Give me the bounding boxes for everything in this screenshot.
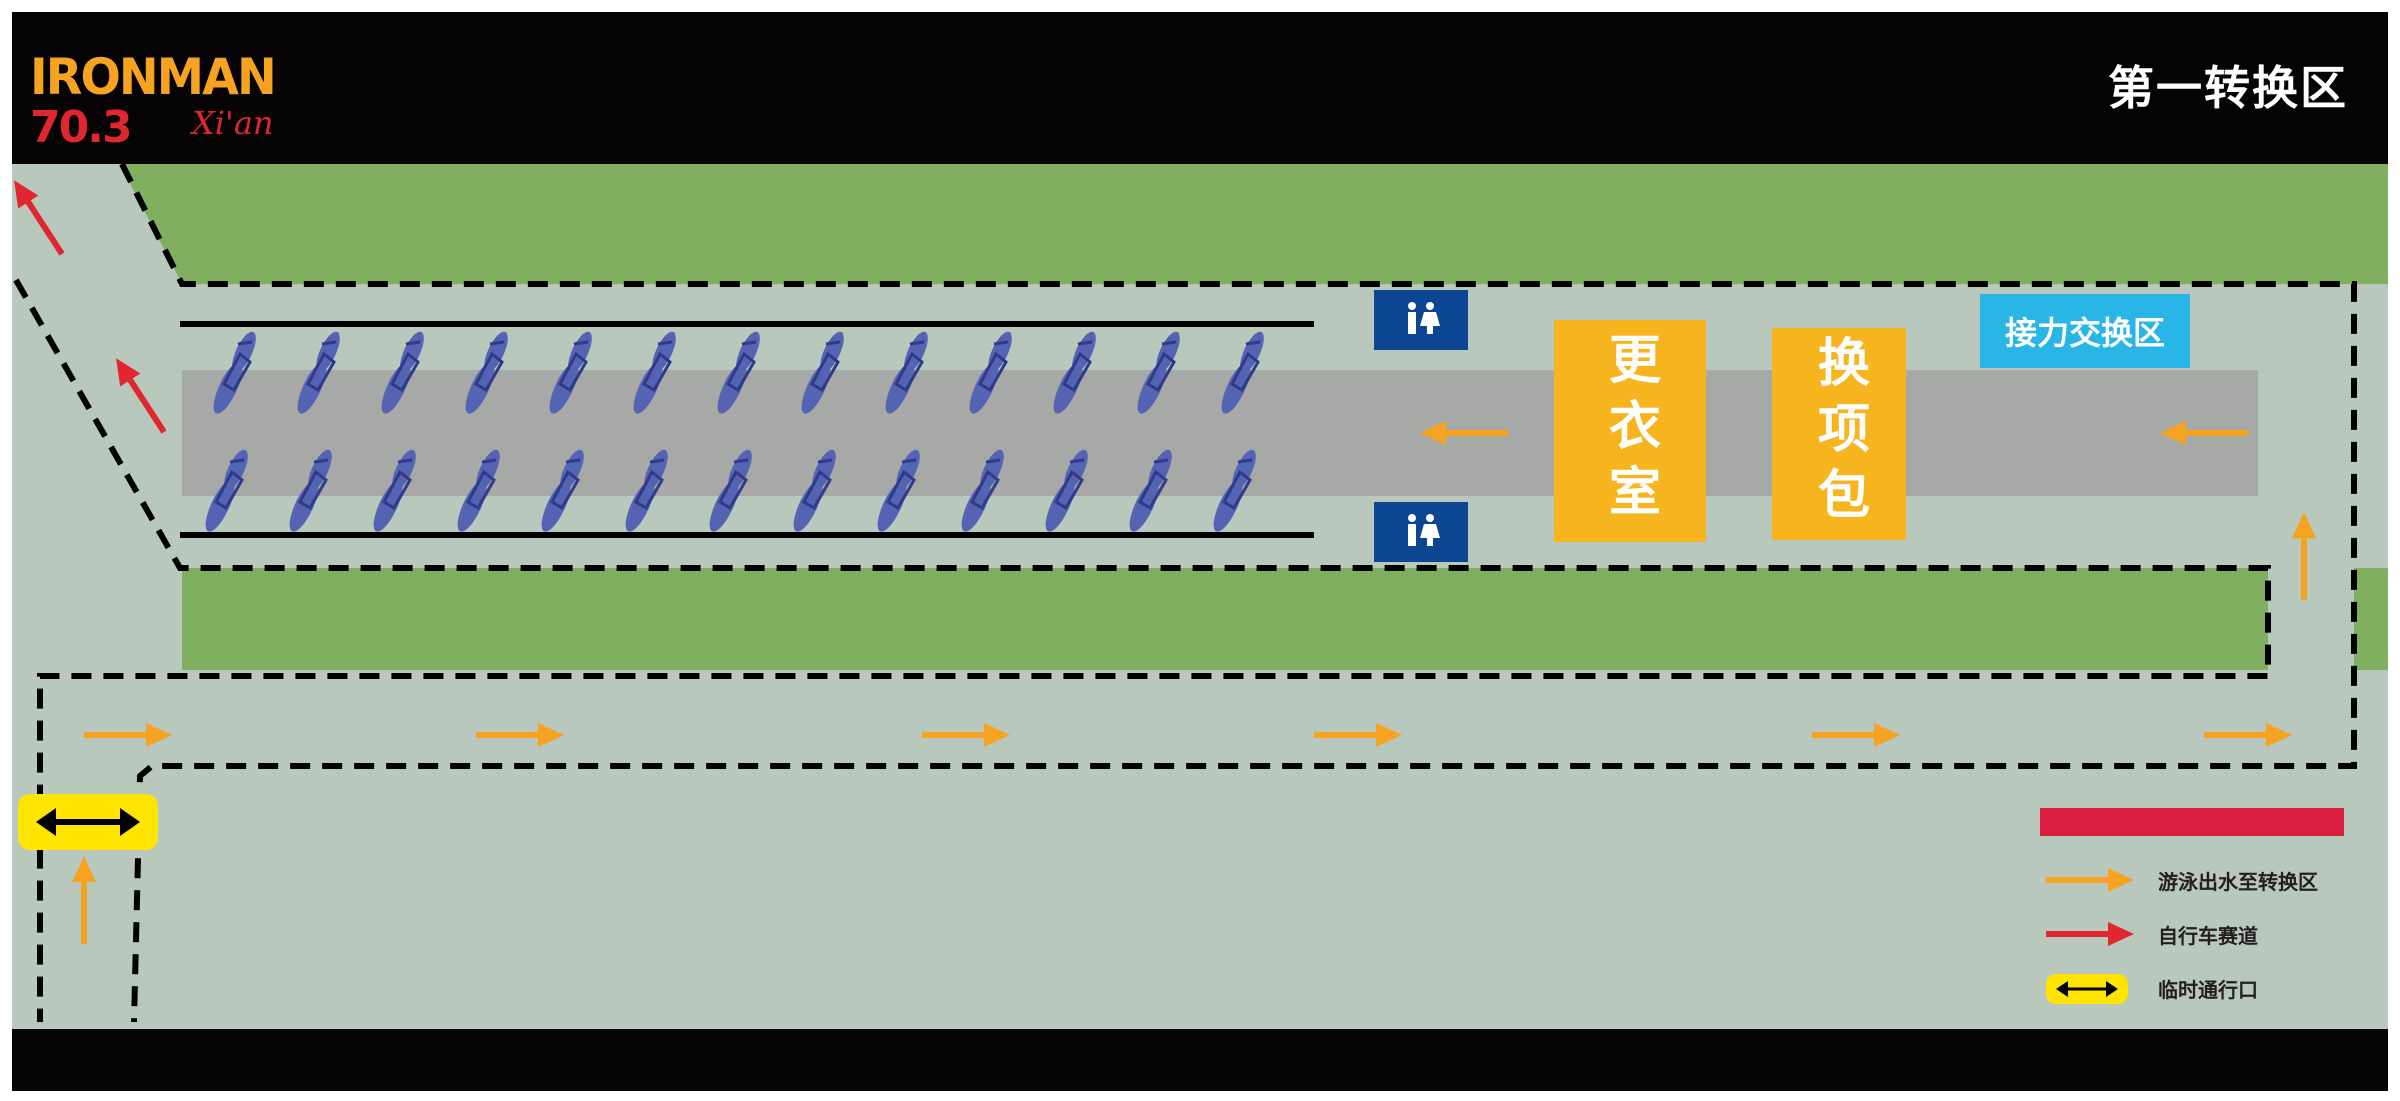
toilet-top [1374,290,1468,350]
outer-boundary-line [119,162,2357,1023]
toilet-icon [1374,502,1468,562]
ironman-logo: IRONMAN 70.3 Xi'an [30,28,310,153]
toilet-bottom [1374,502,1468,562]
temporary-access-badge [18,794,158,850]
legend-label-access: 临时通行口 [2158,978,2258,1002]
dashed-boundary [13,162,2357,1023]
logo-distance: 70.3 [30,102,133,153]
page-title: 第一转换区 [2108,61,2348,115]
changing-room-zone: 更衣室 [1554,320,1706,542]
inner-boundary-line [13,278,2271,1022]
grass-right [2354,568,2388,670]
header-bar [12,12,2388,164]
legend-color-bar [2040,808,2344,836]
legend [2040,808,2344,1004]
logo-city: Xi'an [192,104,274,142]
logo-brand: IRONMAN [30,48,277,106]
changing-room-label: 更衣室 [1599,332,1660,530]
grass-middle [182,568,2268,670]
gear-bag-zone: 换项包 [1772,328,1906,540]
footer-bar [12,1029,2388,1091]
relay-zone: 接力交换区 [1980,294,2190,368]
toilet-icon [1374,290,1468,350]
legend-label-bike: 自行车赛道 [2158,924,2258,948]
gear-bag-label: 换项包 [1808,335,1869,533]
transition-lane [182,370,2258,496]
relay-zone-label: 接力交换区 [2004,314,2165,352]
grass-top [120,164,2388,284]
double-arrow-icon [2046,974,2128,1004]
legend-label-swim: 游泳出水至转换区 [2158,870,2318,894]
